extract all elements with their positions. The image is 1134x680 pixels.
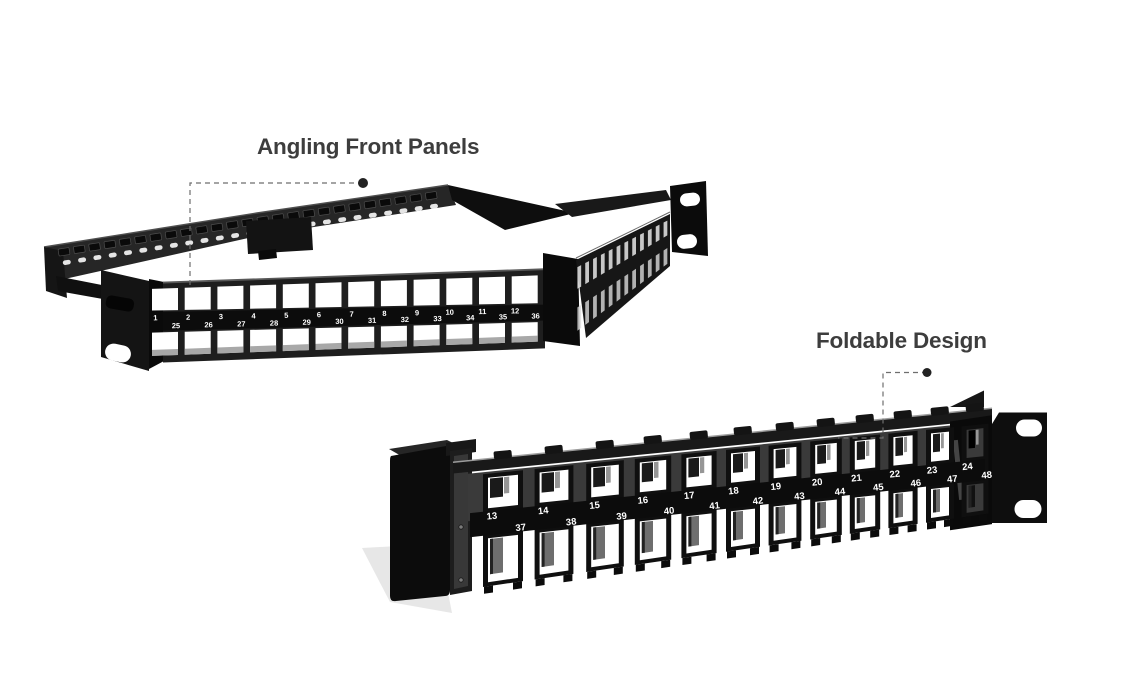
port-number-label: 21 bbox=[851, 473, 863, 485]
port-number-label: 45 bbox=[873, 482, 885, 494]
port-number-label: 34 bbox=[466, 313, 475, 322]
foldable-panel-port-modules bbox=[483, 423, 989, 594]
port-number-label: 3 bbox=[219, 312, 223, 321]
port-number-label: 13 bbox=[486, 511, 498, 523]
port-number-label: 18 bbox=[728, 485, 740, 497]
keystone-module bbox=[282, 283, 309, 352]
port-number-label: 22 bbox=[889, 469, 901, 481]
port-number-label: 36 bbox=[531, 311, 540, 320]
port-number-label: 48 bbox=[981, 470, 993, 482]
port-number-label: 9 bbox=[415, 308, 419, 317]
port-number-label: 1 bbox=[153, 313, 157, 322]
port-number-label: 40 bbox=[663, 505, 675, 517]
keystone-module bbox=[184, 286, 211, 355]
port-number-label: 38 bbox=[565, 516, 577, 528]
port-number-label: 11 bbox=[478, 307, 486, 316]
keystone-module bbox=[726, 446, 760, 559]
port-number-label: 25 bbox=[172, 321, 181, 330]
port-number-label: 6 bbox=[317, 310, 321, 319]
port-number-label: 27 bbox=[237, 319, 246, 328]
port-number-label: 14 bbox=[537, 505, 549, 517]
port-number-label: 15 bbox=[589, 500, 601, 512]
folded-end-box bbox=[362, 439, 476, 613]
port-number-label: 19 bbox=[770, 481, 782, 493]
port-number-label: 26 bbox=[204, 320, 213, 329]
port-number-label: 41 bbox=[709, 500, 721, 512]
annotation-angling-label: Angling Front Panels bbox=[257, 134, 480, 159]
keystone-module bbox=[483, 470, 523, 594]
port-number-label: 24 bbox=[962, 461, 974, 473]
port-number-label: 33 bbox=[433, 314, 442, 323]
keystone-module bbox=[479, 276, 505, 344]
port-number-label: 5 bbox=[284, 311, 288, 320]
port-number-label: 31 bbox=[368, 316, 377, 325]
port-number-label: 43 bbox=[794, 491, 806, 503]
keystone-module bbox=[315, 282, 342, 350]
port-number-label: 30 bbox=[335, 317, 344, 326]
keystone-module bbox=[348, 281, 375, 349]
leader-line-foldable bbox=[838, 371, 927, 439]
port-number-label: 46 bbox=[910, 478, 922, 490]
port-number-label: 17 bbox=[683, 490, 695, 502]
keystone-module bbox=[681, 450, 717, 566]
port-number-label: 7 bbox=[349, 310, 353, 319]
port-number-label: 47 bbox=[947, 474, 959, 486]
port-number-label: 42 bbox=[752, 495, 764, 507]
angled-panel-right-wing bbox=[448, 181, 708, 346]
port-number-label: 12 bbox=[511, 306, 520, 315]
keystone-module bbox=[413, 278, 440, 347]
port-number-label: 8 bbox=[382, 309, 386, 318]
keystone-module bbox=[217, 285, 244, 354]
annotation-foldable-label: Foldable Design bbox=[816, 328, 987, 353]
port-number-label: 28 bbox=[270, 318, 279, 327]
leader-line-angling bbox=[189, 182, 363, 285]
port-number-label: 39 bbox=[616, 511, 628, 523]
keystone-module bbox=[511, 275, 538, 343]
keystone-module bbox=[152, 288, 178, 356]
keystone-module bbox=[768, 442, 802, 553]
port-number-label: 23 bbox=[926, 465, 938, 477]
port-number-label: 29 bbox=[302, 318, 311, 327]
leader-dot-angling bbox=[358, 178, 368, 188]
foldable-patch-panel: 13 37 14 38 15 39 16 40 17 41 18 42 19 43 20 44 21 45 22 46… bbox=[362, 390, 1047, 613]
keystone-module bbox=[250, 284, 277, 353]
port-number-label: 32 bbox=[401, 315, 410, 324]
port-number-label: 4 bbox=[251, 311, 256, 320]
port-number-label: 16 bbox=[637, 495, 649, 507]
port-number-label: 35 bbox=[499, 312, 508, 321]
cable-management-bar bbox=[43, 184, 456, 301]
port-number-label: 2 bbox=[186, 313, 190, 322]
port-number-label: 44 bbox=[834, 486, 846, 498]
keystone-module bbox=[380, 280, 407, 348]
keystone-module bbox=[446, 277, 473, 346]
port-number-label: 10 bbox=[445, 308, 454, 317]
leader-dot-foldable bbox=[922, 368, 932, 377]
angled-panel-port-modules bbox=[152, 275, 538, 356]
foldable-panel-mounting-ear bbox=[992, 412, 1047, 523]
port-number-label: 20 bbox=[811, 477, 823, 489]
foldable-panel-port-numbers: 13 37 14 38 15 39 16 40 17 41 18 42 19 43 20 44 21 45 22 46… bbox=[470, 459, 993, 538]
annotation-leader-lines bbox=[189, 178, 932, 439]
port-number-label: 37 bbox=[515, 522, 527, 534]
